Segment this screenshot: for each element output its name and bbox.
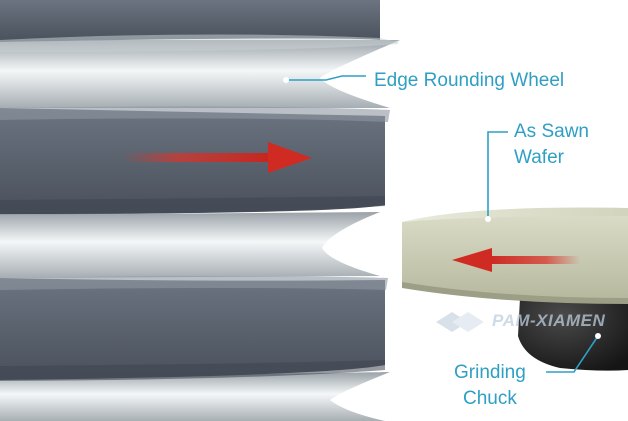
wheel-groove-base xyxy=(0,372,390,421)
leader-chuck xyxy=(546,335,599,373)
label-grinding-chuck-line2: Chuck xyxy=(462,388,517,409)
arrow-right-icon xyxy=(122,142,312,173)
callout-lines xyxy=(283,75,601,373)
watermark-logo-icon xyxy=(436,312,484,332)
edge-rounding-wheel xyxy=(0,0,400,421)
wheel-ring-top xyxy=(0,0,380,42)
label-as-sawn-wafer-line1: As Sawn xyxy=(514,121,589,142)
label-grinding-chuck: Grinding Chuck xyxy=(454,360,526,412)
arrow-left-icon xyxy=(452,248,580,272)
wheel-groove-bottom xyxy=(0,212,380,278)
wheel-ring-lower xyxy=(0,278,385,380)
grinding-chuck xyxy=(518,292,628,371)
leader-wafer xyxy=(487,131,508,219)
watermark-text: PAM-XIAMEN xyxy=(492,311,606,330)
label-grinding-chuck-line1: Grinding xyxy=(454,362,526,383)
wheel-groove-top xyxy=(0,40,400,108)
label-edge-rounding-wheel-text: Edge Rounding Wheel xyxy=(374,70,565,91)
label-as-sawn-wafer: As Sawn Wafer xyxy=(514,119,589,171)
leader-wheel xyxy=(286,75,366,81)
as-sawn-wafer xyxy=(402,207,628,304)
label-edge-rounding-wheel: Edge Rounding Wheel xyxy=(374,68,564,94)
label-as-sawn-wafer-line2: Wafer xyxy=(514,147,564,168)
